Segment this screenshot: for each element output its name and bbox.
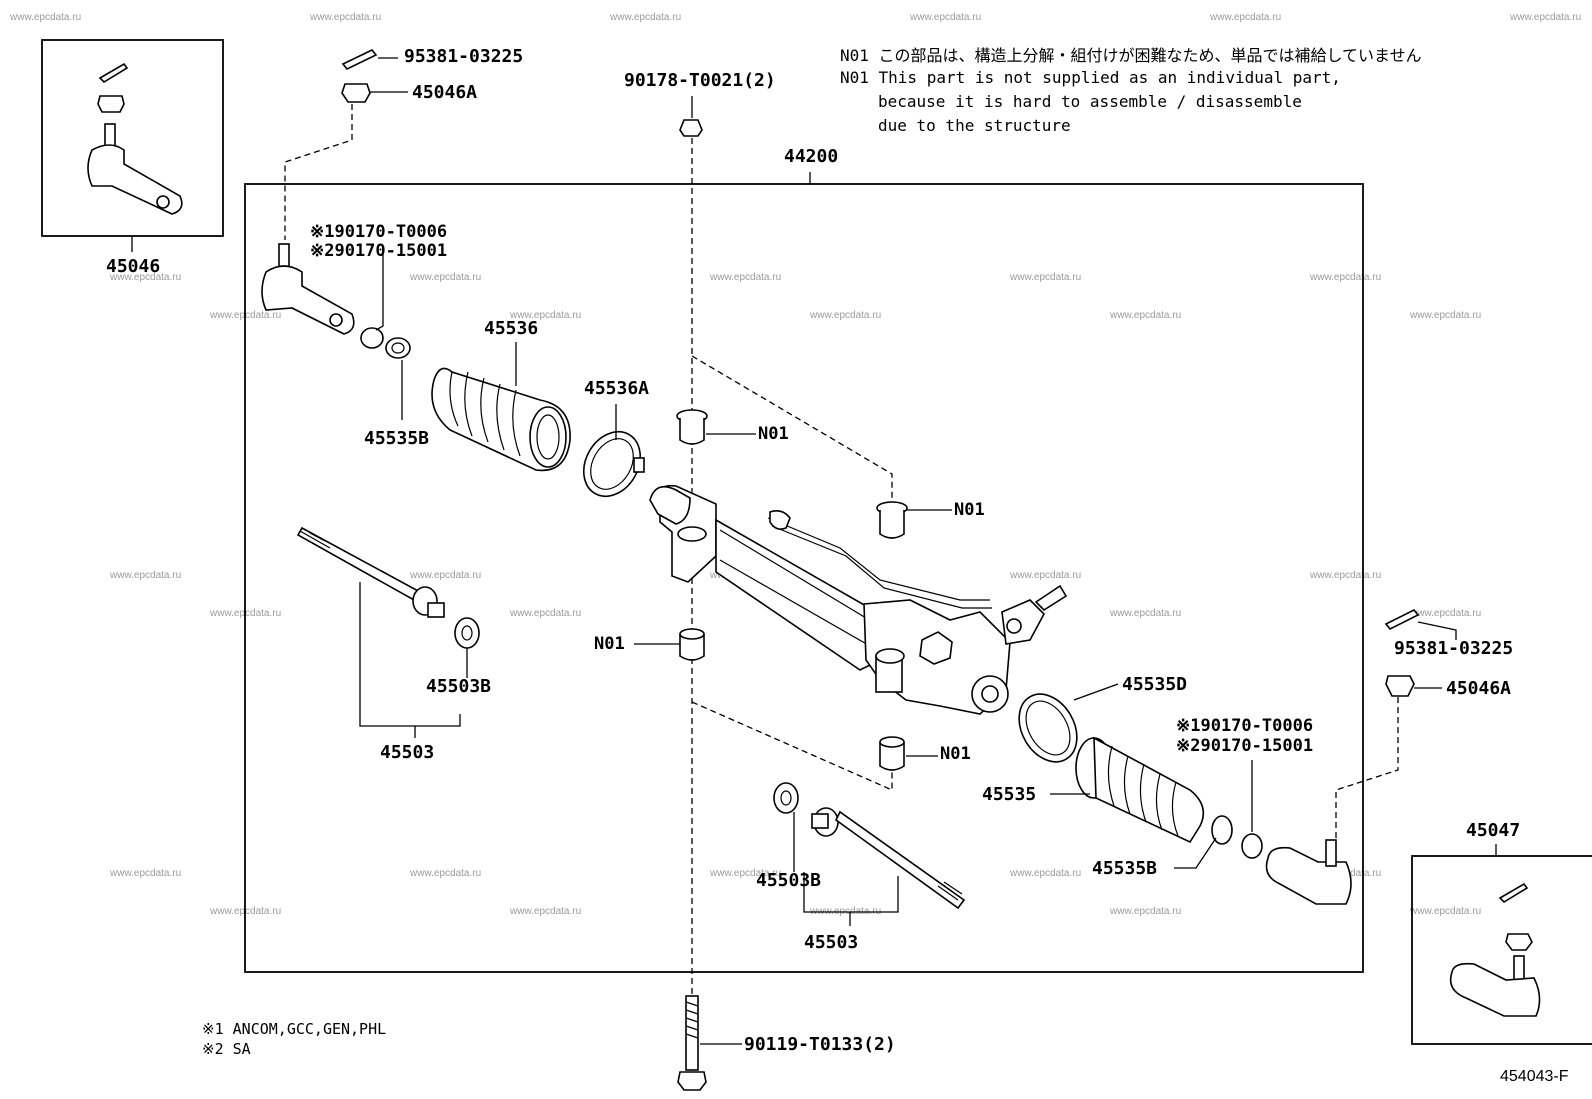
lock-nut-left-illustration: [360, 327, 384, 349]
watermark-text: www.epcdata.ru: [1009, 570, 1081, 581]
flange-nut-top-illustration: [679, 119, 703, 137]
assembly-44200-frame: [244, 183, 1364, 973]
watermark-text: www.epcdata.ru: [1009, 272, 1081, 283]
watermark-text: www.epcdata.ru: [1109, 310, 1181, 321]
watermark-text: www.epcdata.ru: [1109, 906, 1181, 917]
tie-rod-end-left-illustration: [261, 243, 355, 335]
watermark-text: www.epcdata.ru: [1409, 906, 1481, 917]
watermark-text: www.epcdata.ru: [1209, 12, 1281, 23]
watermark-text: www.epcdata.ru: [409, 570, 481, 581]
watermark-text: www.epcdata.ru: [409, 272, 481, 283]
watermark-text: www.epcdata.ru: [809, 310, 881, 321]
bolt-90119-illustration: [677, 995, 707, 1091]
watermark-text: www.epcdata.ru: [9, 12, 81, 23]
steering-rack-housing-illustration: [649, 484, 1068, 715]
watermark-text: www.epcdata.ru: [509, 906, 581, 917]
clamp-45535B-right-illustration: [1211, 815, 1233, 845]
inset-box-45046: [41, 39, 224, 237]
watermark-text: www.epcdata.ru: [109, 570, 181, 581]
watermark-text: www.epcdata.ru: [1409, 310, 1481, 321]
watermark-text: www.epcdata.ru: [309, 12, 381, 23]
lock-nut-right-illustration: [1241, 833, 1263, 859]
clamp-45535B-left-illustration: [385, 337, 411, 359]
bushing-n01-1-illustration: [676, 409, 708, 445]
watermark-text: www.epcdata.ru: [1309, 570, 1381, 581]
bushing-n01-2-illustration: [876, 501, 908, 539]
watermark-text: www.epcdata.ru: [709, 868, 781, 879]
watermark-text: www.epcdata.ru: [909, 12, 981, 23]
watermark-text: www.epcdata.ru: [109, 868, 181, 879]
boot-45535-illustration: [1075, 736, 1205, 844]
cotter-pin-right-illustration: [1384, 608, 1420, 631]
castle-nut-right-illustration: [1385, 675, 1415, 697]
watermark-text: www.epcdata.ru: [509, 310, 581, 321]
watermark-text: www.epcdata.ru: [709, 272, 781, 283]
watermark-text: www.epcdata.ru: [509, 608, 581, 619]
castle-nut-left-illustration: [341, 83, 371, 103]
watermark-text: www.epcdata.ru: [409, 868, 481, 879]
bushing-n01-4-illustration: [879, 736, 905, 771]
watermark-text: www.epcdata.ru: [1009, 868, 1081, 879]
tie-rod-end-right-illustration: [1265, 839, 1352, 905]
tie-rod-right-illustration: [773, 782, 966, 910]
watermark-text: www.epcdata.ru: [1509, 12, 1581, 23]
watermark-text: www.epcdata.ru: [1309, 272, 1381, 283]
watermark-text: www.epcdata.ru: [1409, 608, 1481, 619]
cotter-pin-left-illustration: [341, 49, 378, 70]
tie-rod-left-illustration: [296, 526, 480, 649]
bushing-n01-3-illustration: [679, 628, 705, 661]
watermark-text: www.epcdata.ru: [1109, 608, 1181, 619]
clamp-45536A-illustration: [582, 431, 645, 497]
watermark-text: www.epcdata.ru: [609, 12, 681, 23]
tie-rod-end-45046-illustration: [87, 62, 183, 215]
tie-rod-end-45047-illustration: [1449, 882, 1541, 1017]
inset-box-45047: [1411, 855, 1592, 1045]
watermark-text: www.epcdata.ru: [109, 272, 181, 283]
clamp-45535D-illustration: [1018, 693, 1078, 763]
boot-45536-illustration: [431, 367, 571, 472]
